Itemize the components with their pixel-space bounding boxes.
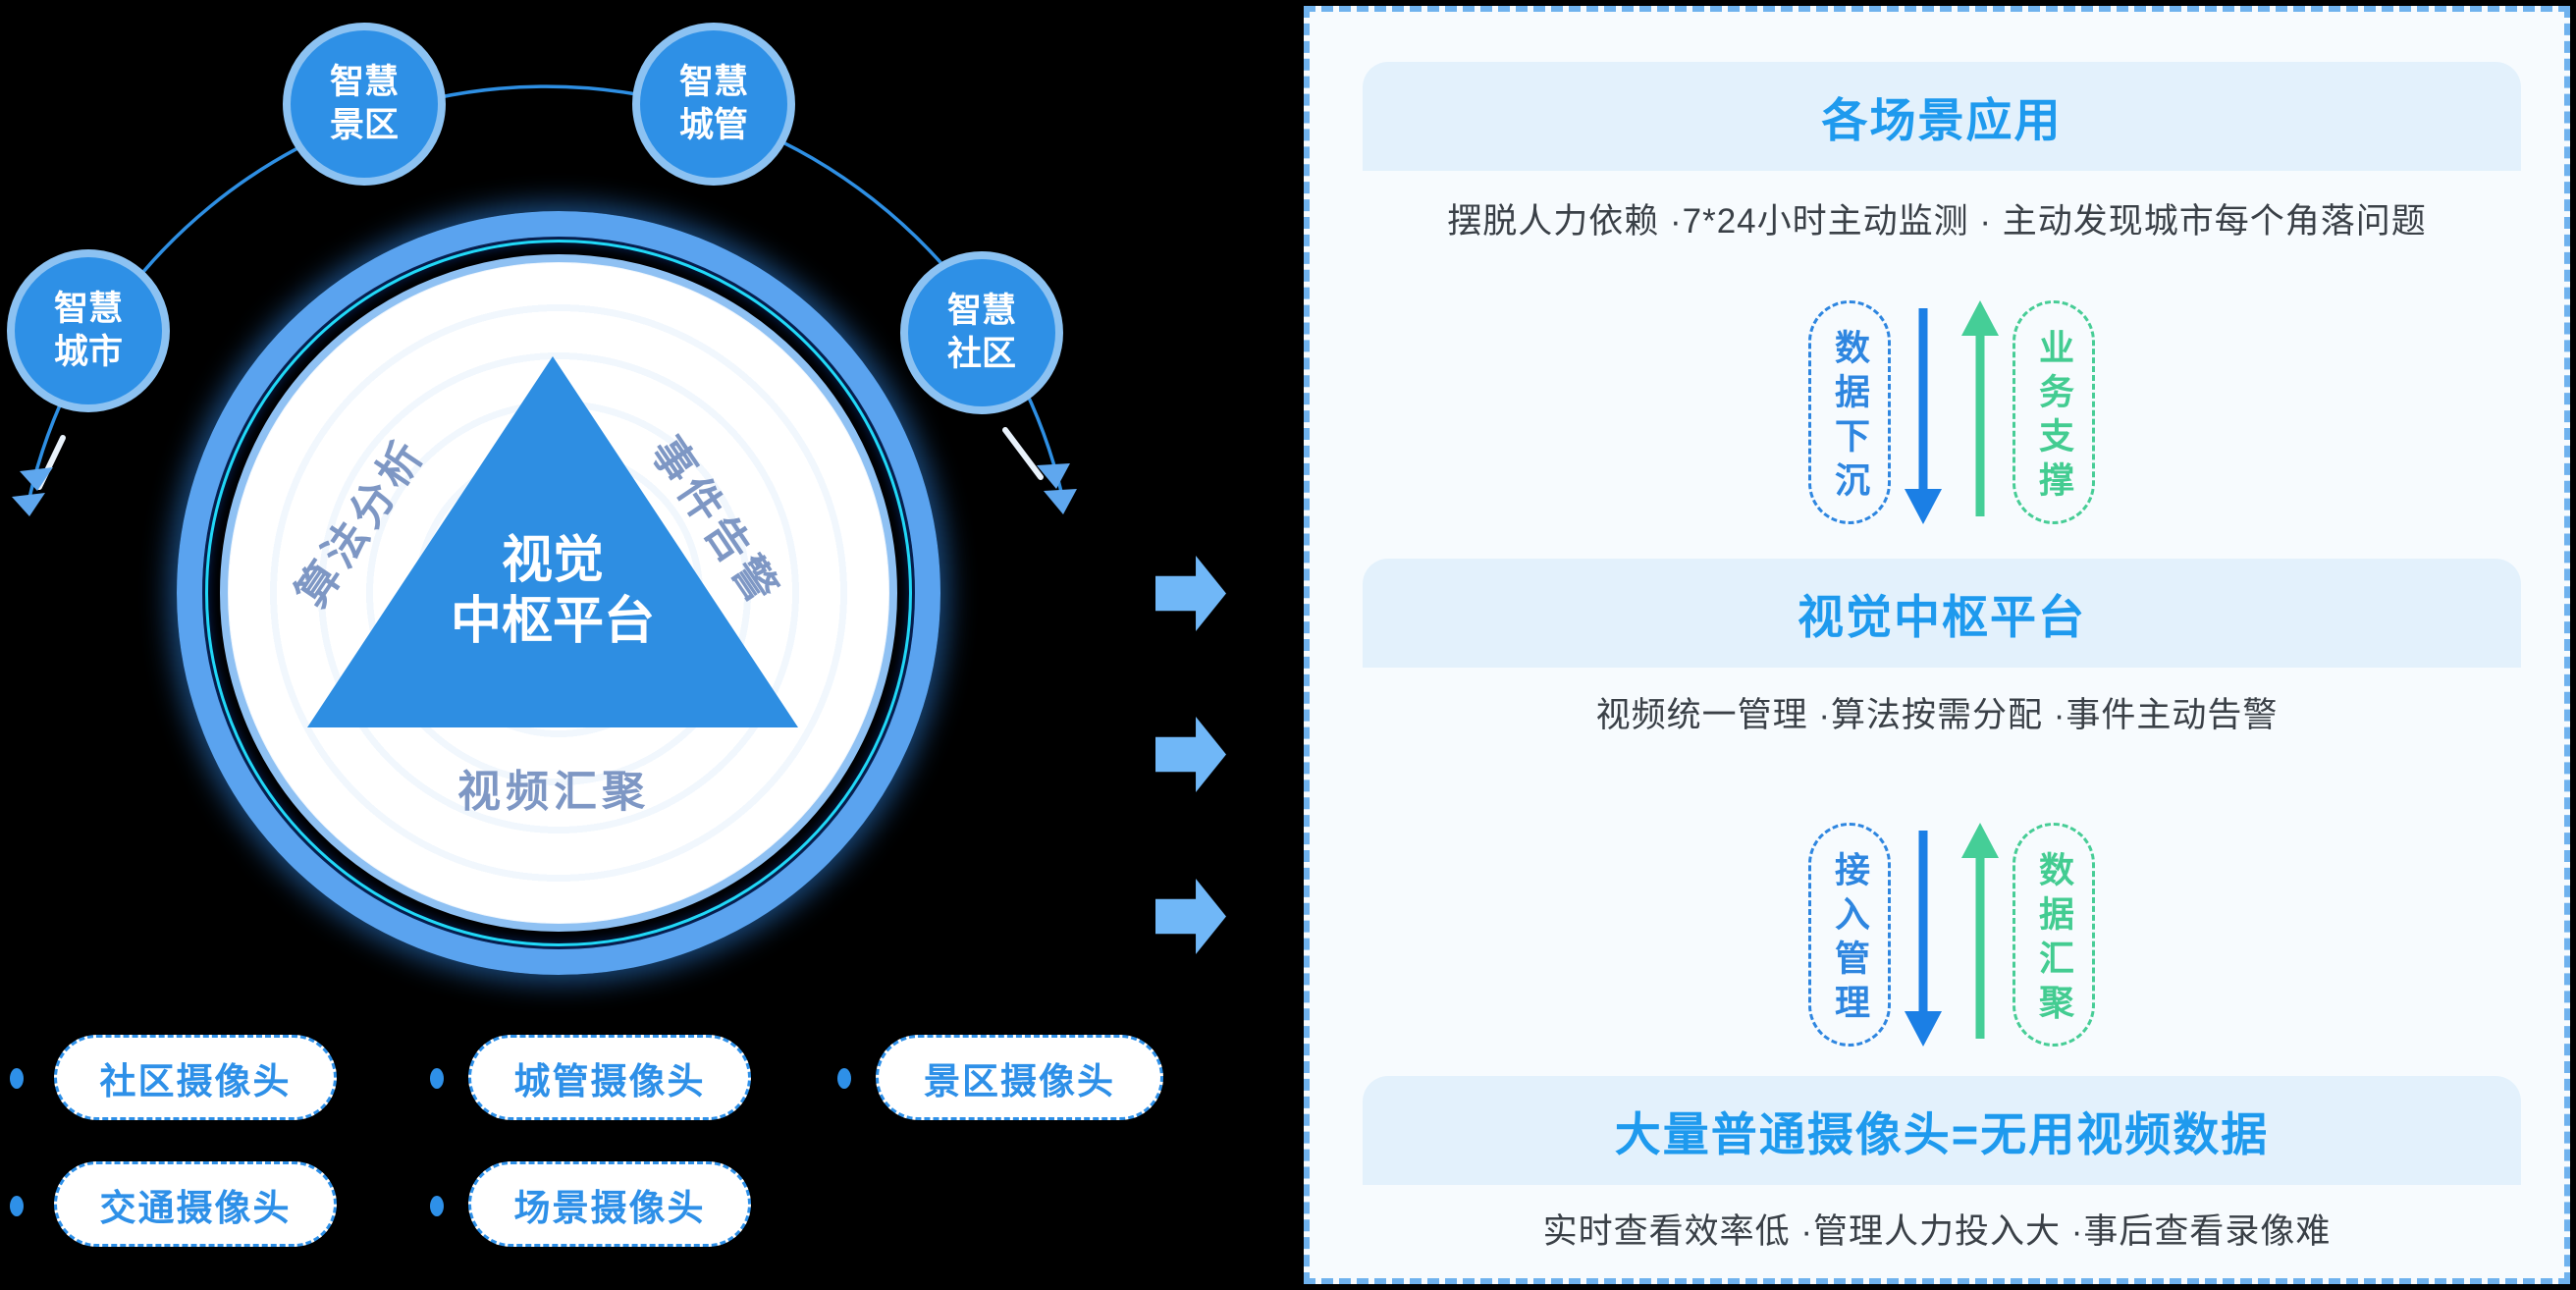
camera-pill-scenic: 景区摄像头	[876, 1035, 1163, 1120]
arrow-head	[1961, 300, 1999, 336]
satellite-label-line: 智慧	[53, 290, 123, 329]
section-title-applications: 各场景应用	[1363, 62, 2521, 171]
camera-pill-urban-mgmt: 城管摄像头	[468, 1035, 751, 1120]
edge-label-video-aggregation: 视频汇聚	[457, 768, 650, 816]
arrow-shaft	[1975, 334, 1985, 516]
tail-line-right	[1002, 427, 1044, 480]
flow-label-access-mgmt: 接入管理	[1808, 823, 1891, 1047]
section-title-useless-video: 大量普通摄像头=无用视频数据	[1363, 1076, 2521, 1185]
satellite-smart-urban-mgmt: 智慧 城管	[632, 23, 795, 186]
bullet-dot	[430, 1196, 444, 1216]
arc-chevron-left-1	[20, 467, 53, 491]
platform-title-line1: 视觉	[501, 532, 604, 589]
satellite-label-line: 城管	[678, 106, 748, 144]
right-arrow-icon	[1155, 717, 1226, 792]
flow-label-business-support: 业务支撑	[2012, 300, 2095, 524]
flow-label-data-aggregation: 数据汇聚	[2012, 823, 2095, 1047]
up-arrow-icon	[1961, 300, 1999, 524]
down-arrow-icon	[1905, 823, 1942, 1047]
satellite-smart-city: 智慧 城市	[7, 249, 170, 412]
satellite-label-line: 景区	[329, 106, 399, 144]
flow-label-text: 数据汇聚	[2034, 850, 2074, 1028]
satellite-label-line: 智慧	[946, 292, 1016, 331]
right-arrow-icon	[1155, 879, 1226, 954]
flow-group-bottom: 接入管理 数据汇聚	[1808, 823, 2095, 1047]
arrow-shaft	[1918, 308, 1928, 491]
flow-label-data-sink: 数据下沉	[1808, 300, 1891, 524]
satellite-label-line: 社区	[946, 335, 1016, 373]
right-arrow-icon	[1155, 556, 1226, 631]
section-subtitle-useless-video: 实时查看效率低 ·管理人力投入大 ·事后查看录像难	[1542, 1212, 2332, 1251]
camera-pill-scene: 场景摄像头	[468, 1161, 751, 1247]
arc-chevron-right-2	[1044, 489, 1077, 514]
satellite-smart-community: 智慧 社区	[900, 251, 1063, 414]
arrow-head	[1961, 823, 1999, 858]
tail-line-left	[36, 435, 66, 490]
platform-title-line2: 中枢平台	[450, 593, 655, 651]
arrow-shaft	[1975, 856, 1985, 1039]
flow-label-text: 业务支撑	[2034, 328, 2074, 506]
up-arrow-icon	[1961, 823, 1999, 1047]
down-arrow-icon	[1905, 300, 1942, 524]
right-panel: 各场景应用 摆脱人力依赖 ·7*24小时主动监测 · 主动发现城市每个角落问题 …	[1304, 6, 2570, 1284]
arc-chevron-left-2	[12, 493, 45, 516]
section-title-platform: 视觉中枢平台	[1363, 559, 2521, 668]
bullet-dot	[430, 1068, 444, 1089]
satellite-label-line: 智慧	[329, 63, 399, 102]
flow-label-text: 数据下沉	[1830, 328, 1870, 506]
flow-group-top: 数据下沉 业务支撑	[1808, 300, 2095, 524]
bullet-dot	[837, 1068, 851, 1089]
arrow-head	[1905, 1011, 1942, 1047]
satellite-label-line: 城市	[53, 333, 123, 371]
satellite-smart-scenic: 智慧 景区	[283, 23, 446, 186]
arc-chevron-right-1	[1037, 463, 1070, 489]
satellite-label-line: 智慧	[678, 63, 748, 102]
arrow-shaft	[1918, 831, 1928, 1013]
bullet-dot	[10, 1068, 24, 1089]
section-subtitle-platform: 视频统一管理 ·算法按需分配 ·事件主动告警	[1595, 696, 2279, 734]
camera-pill-traffic: 交通摄像头	[54, 1161, 337, 1247]
section-subtitle-applications: 摆脱人力依赖 ·7*24小时主动监测 · 主动发现城市每个角落问题	[1447, 202, 2427, 241]
flow-label-text: 接入管理	[1830, 850, 1870, 1028]
arrow-head	[1905, 489, 1942, 524]
camera-pill-community: 社区摄像头	[54, 1035, 337, 1120]
bullet-dot	[10, 1196, 24, 1216]
